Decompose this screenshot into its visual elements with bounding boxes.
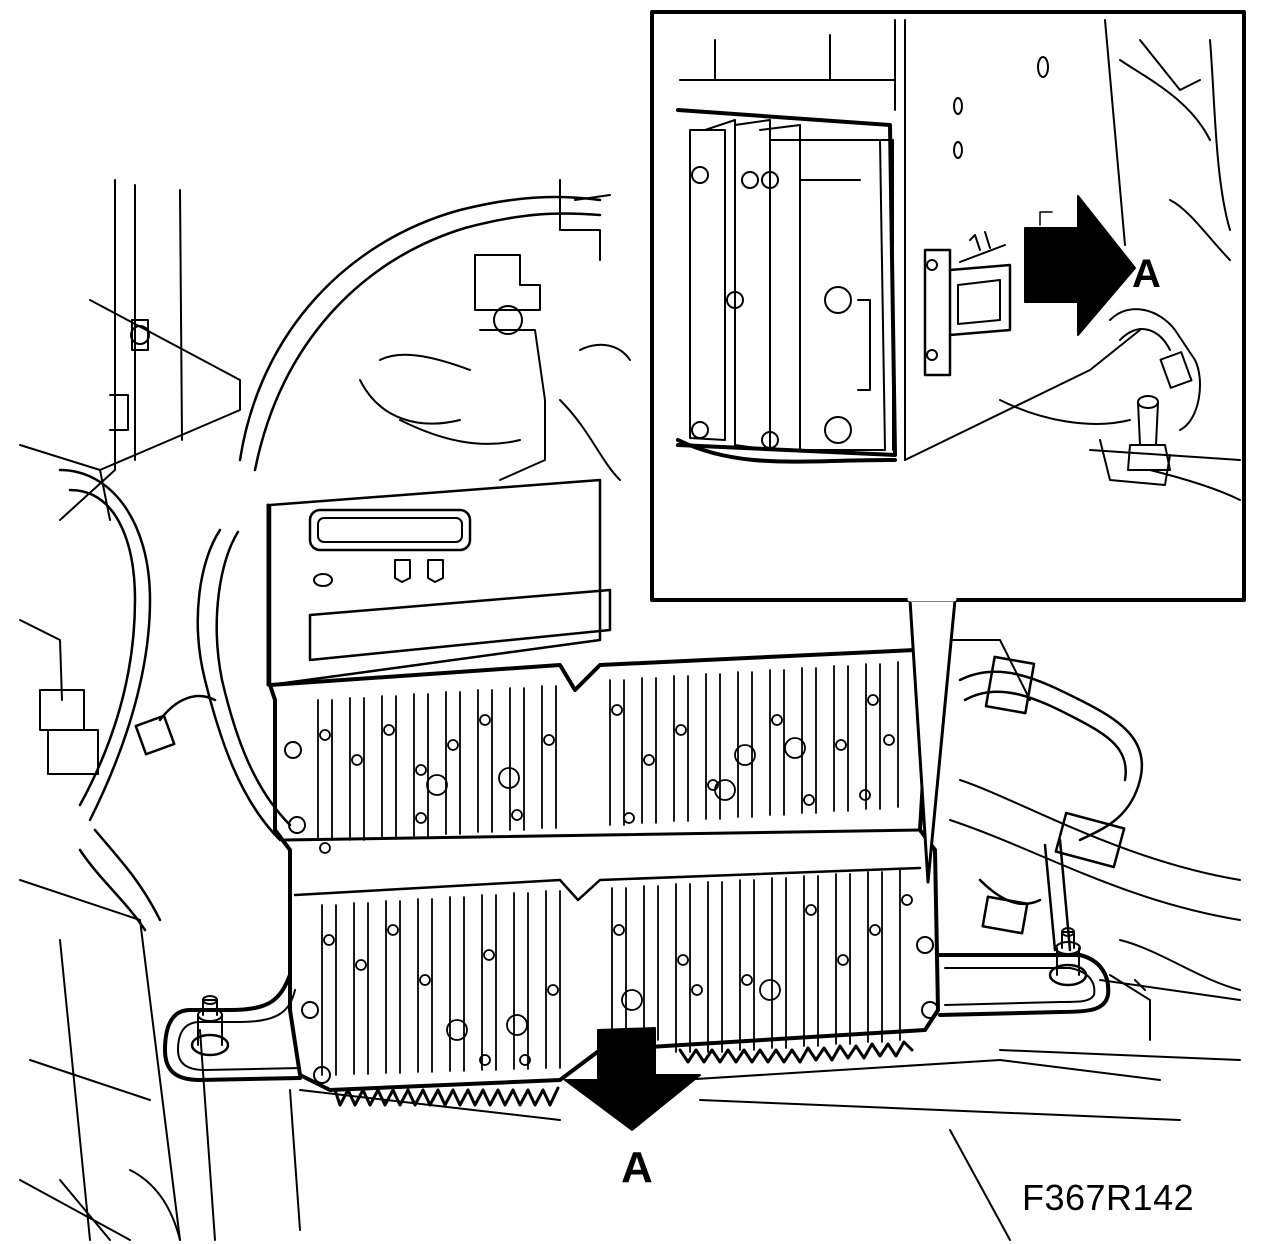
fin-bottom-edge	[333, 1086, 560, 1107]
detail-inset	[650, 10, 1246, 884]
mounting-stud-right	[938, 927, 1111, 1017]
callout-label-inset: A	[1132, 252, 1161, 296]
upper-fins	[317, 661, 899, 854]
heat-sink-module	[266, 478, 940, 1107]
callout-label-main: A	[621, 1143, 653, 1192]
figure-reference-code: F367R142	[1022, 1177, 1195, 1218]
arrow-right-icon	[1024, 195, 1136, 336]
mounting-stud-left	[163, 973, 302, 1082]
background-structure	[19, 179, 1241, 1241]
arrow-down-icon	[564, 1027, 701, 1131]
wiring-harness	[58, 195, 1144, 952]
lower-fins	[321, 869, 913, 1076]
